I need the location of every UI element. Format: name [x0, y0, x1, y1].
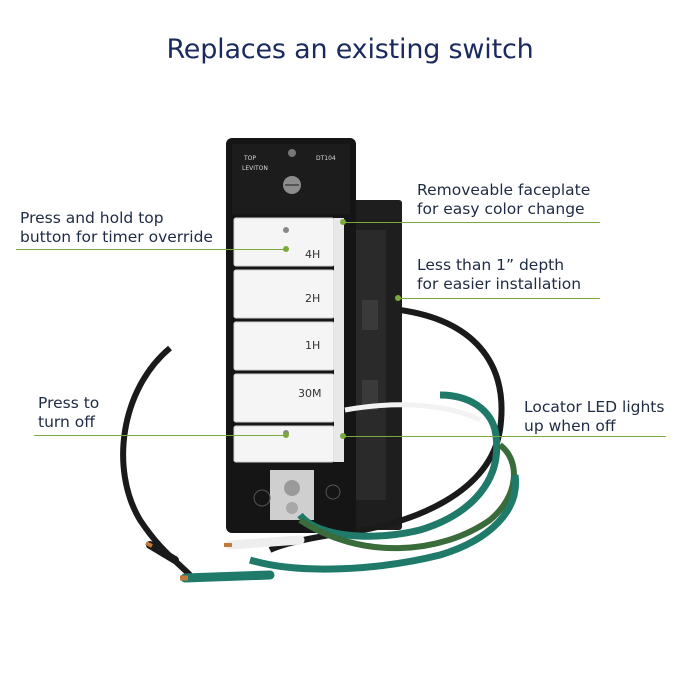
callout-turn-off: Press to turn off [38, 394, 99, 432]
button-30m-label: 30M [298, 387, 322, 400]
callout-faceplate: Removeable faceplate for easy color chan… [417, 181, 590, 219]
callout-faceplate-line2: for easy color change [417, 200, 585, 218]
callout-locator-line2: up when off [524, 417, 616, 435]
callout-locator: Locator LED lights up when off [524, 398, 664, 436]
callout-depth-line1: Less than 1” depth [417, 256, 565, 274]
top-mark: TOP [243, 155, 256, 162]
callout-timer-override-dot [283, 246, 289, 252]
callout-locator-line1: Locator LED lights [524, 398, 665, 416]
brand-mark: LEVITON [242, 165, 268, 172]
page-title: Replaces an existing switch [166, 34, 534, 65]
callout-timer-override-line1: Press and hold top [20, 209, 164, 227]
callout-depth-line2: for easier installation [417, 275, 582, 293]
callout-locator-leader [343, 436, 666, 437]
callout-turn-off-line2: turn off [38, 413, 95, 431]
top-led-icon [283, 227, 289, 233]
callout-turn-off-dot [283, 432, 289, 438]
callout-locator-dot [340, 433, 346, 439]
callout-turn-off-leader [34, 435, 286, 436]
model-mark: DT104 [316, 155, 336, 162]
callout-depth-dot [395, 295, 401, 301]
callout-timer-override-leader [16, 249, 286, 250]
callout-faceplate-leader [343, 222, 600, 223]
callout-timer-override-line2: button for timer override [20, 228, 213, 246]
callout-turn-off-line1: Press to [38, 394, 100, 412]
callout-faceplate-line1: Removeable faceplate [417, 181, 591, 199]
callout-timer-override: Press and hold top button for timer over… [20, 209, 213, 247]
button-4h-label: 4H [305, 248, 320, 261]
callout-depth: Less than 1” depth for easier installati… [417, 256, 581, 294]
button-2h-label: 2H [305, 292, 320, 305]
button-1h-label: 1H [305, 339, 320, 352]
callout-faceplate-dot [340, 219, 346, 225]
callout-depth-leader [398, 298, 600, 299]
